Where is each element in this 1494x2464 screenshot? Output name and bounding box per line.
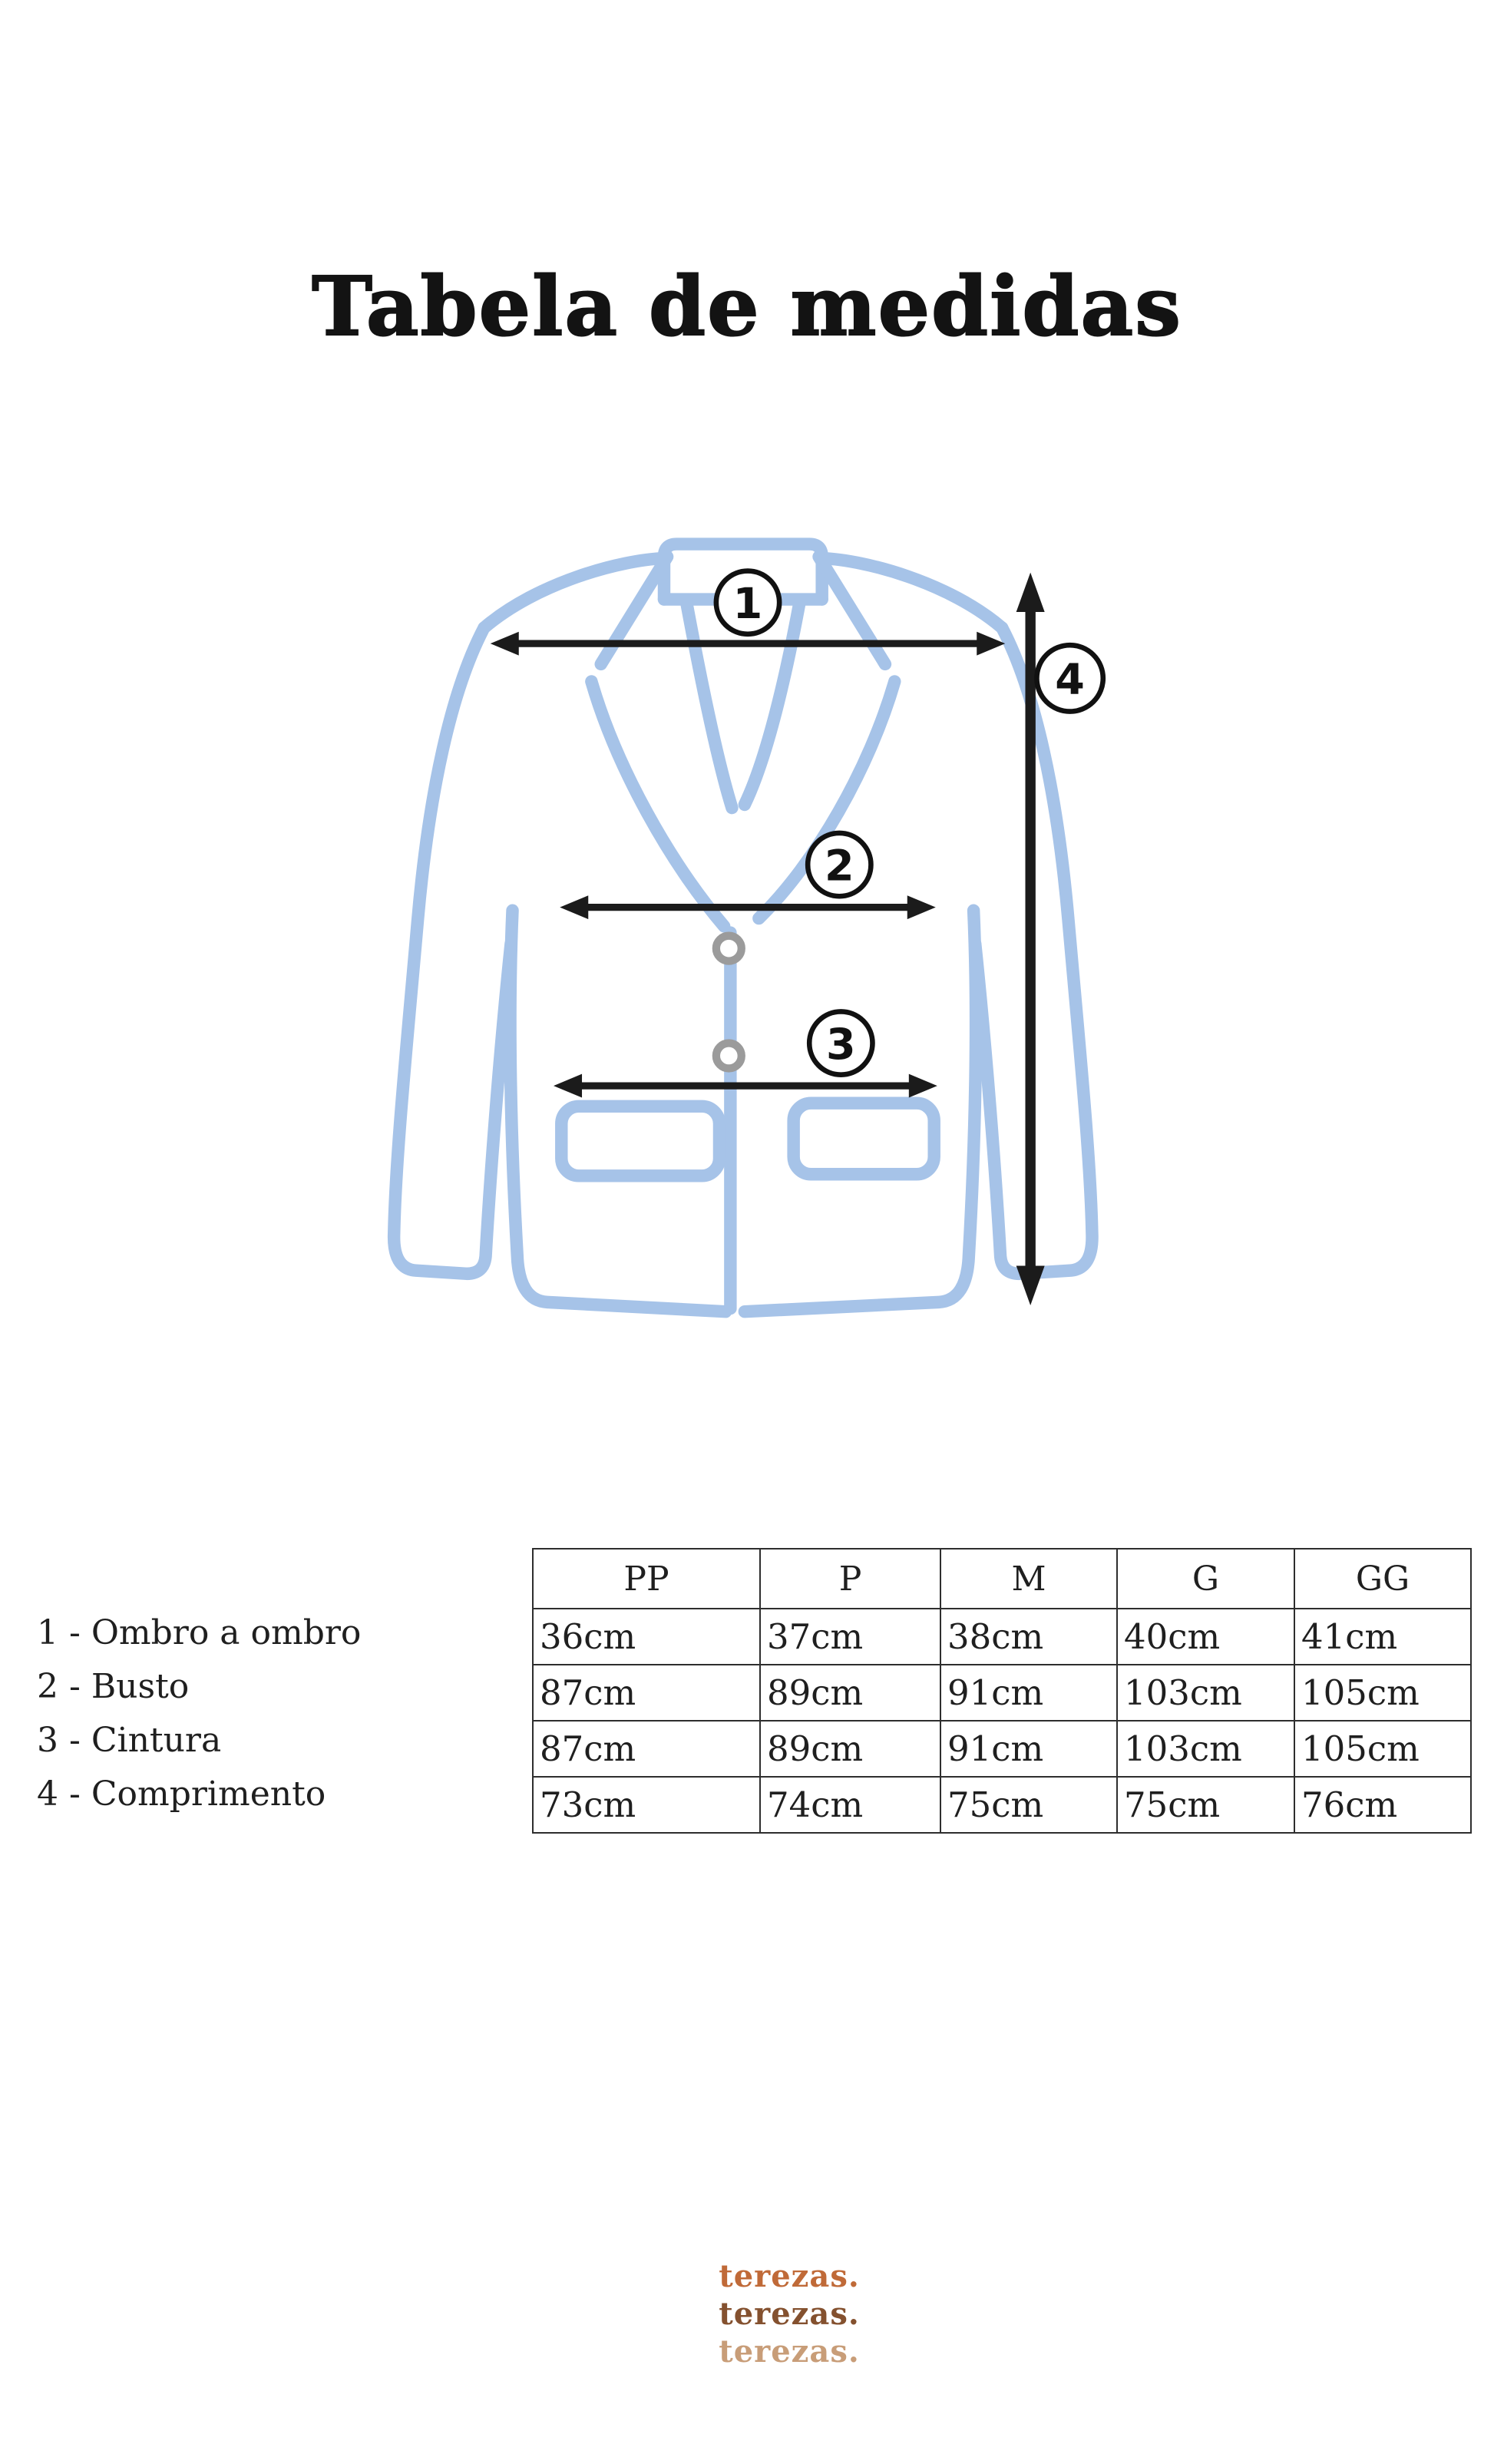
badge-1: 1: [713, 568, 782, 637]
left-sleeve: [387, 621, 517, 1281]
size-cell: 103cm: [1116, 1720, 1295, 1778]
badge-2-circle: [805, 830, 874, 899]
measure-arrow-3: [554, 1073, 937, 1098]
page-title: Tabela de medidas: [311, 258, 1182, 354]
badge-3-circle: [806, 1009, 875, 1077]
size-cell: 73cm: [532, 1776, 761, 1834]
table-row-ombro: 36cm 37cm 38cm 40cm 41cm: [532, 1608, 1472, 1665]
size-cell: 91cm: [940, 1720, 1118, 1778]
jacket-outline: [387, 537, 1099, 1318]
badge-3-number: 3: [826, 1020, 856, 1070]
inner-v-left: [679, 594, 739, 815]
legend-item-ombro: 1 - Ombro a ombro: [37, 1613, 362, 1652]
size-cell: 105cm: [1294, 1720, 1472, 1778]
size-cell: 105cm: [1294, 1664, 1472, 1721]
measure-arrows: [490, 572, 1045, 1305]
column-header-m: M: [940, 1548, 1118, 1609]
size-cell: 91cm: [940, 1664, 1118, 1721]
inner-v-right: [738, 594, 807, 812]
size-cell: 87cm: [532, 1664, 761, 1721]
brand-line-2: terezas.: [719, 2296, 860, 2332]
table-row-busto: 87cm 89cm 91cm 103cm 105cm: [532, 1664, 1472, 1721]
badge-4: 4: [1034, 642, 1106, 714]
right-body: [738, 904, 983, 1318]
badge-1-circle: [713, 568, 782, 637]
table-header-row: PP P M G GG: [532, 1548, 1472, 1609]
legend-item-busto: 2 - Busto: [37, 1667, 190, 1706]
size-cell: 75cm: [940, 1776, 1118, 1834]
brand-line-3: terezas.: [719, 2333, 860, 2370]
size-cell: 38cm: [940, 1608, 1118, 1665]
column-header-gg: GG: [1294, 1548, 1472, 1609]
badge-1-number: 1: [733, 579, 763, 629]
size-cell: 89cm: [759, 1664, 941, 1721]
size-cell: 40cm: [1116, 1608, 1295, 1665]
size-cell: 74cm: [759, 1776, 941, 1834]
measure-arrow-4: [1016, 572, 1045, 1305]
right-pocket: [787, 1096, 940, 1181]
legend-item-cintura: 3 - Cintura: [37, 1721, 222, 1760]
right-sleeve: [968, 621, 1099, 1281]
size-cell: 75cm: [1116, 1776, 1295, 1834]
size-cell: 37cm: [759, 1608, 941, 1665]
size-cell: 76cm: [1294, 1776, 1472, 1834]
right-shoulder: [815, 551, 1009, 634]
measure-legend: 1 - Ombro a ombro 2 - Busto 3 - Cintura …: [37, 1606, 361, 1821]
button-bottom: [712, 1039, 745, 1073]
badge-2: 2: [805, 830, 874, 899]
left-lapel: [585, 675, 731, 933]
measure-badges: 1 2 3 4: [713, 568, 1106, 1077]
brand-logo: terezas. terezas. terezas.: [719, 2257, 860, 2370]
size-diagram: 1 2 3 4: [387, 537, 1106, 1318]
size-cell: 41cm: [1294, 1608, 1472, 1665]
measure-arrow-1: [490, 631, 1006, 656]
legend-item-comprimento: 4 - Comprimento: [37, 1774, 326, 1814]
right-lapel: [752, 675, 901, 925]
table-row-comprimento: 73cm 74cm 75cm 75cm 76cm: [532, 1776, 1472, 1834]
left-pocket: [555, 1100, 726, 1182]
size-cell: 103cm: [1116, 1664, 1295, 1721]
table-row-cintura: 87cm 89cm 91cm 103cm 105cm: [532, 1720, 1472, 1778]
badge-4-circle: [1034, 642, 1106, 714]
brand-line-1: terezas.: [719, 2258, 860, 2294]
badge-3: 3: [806, 1009, 875, 1077]
size-cell: 89cm: [759, 1720, 941, 1778]
button-top: [712, 931, 745, 965]
column-header-p: P: [759, 1548, 941, 1609]
badge-2-number: 2: [825, 842, 854, 891]
size-table: PP P M G GG 36cm 37cm 38cm 40cm 41cm 87c…: [532, 1548, 1472, 1834]
badge-4-number: 4: [1055, 655, 1085, 705]
column-header-g: G: [1116, 1548, 1295, 1609]
jacket-buttons: [712, 931, 745, 1073]
size-cell: 36cm: [532, 1608, 761, 1665]
size-cell: 87cm: [532, 1720, 761, 1778]
measure-arrow-2: [560, 895, 936, 920]
left-body: [504, 904, 732, 1318]
left-shoulder: [478, 551, 671, 634]
column-header-pp: PP: [532, 1548, 761, 1609]
